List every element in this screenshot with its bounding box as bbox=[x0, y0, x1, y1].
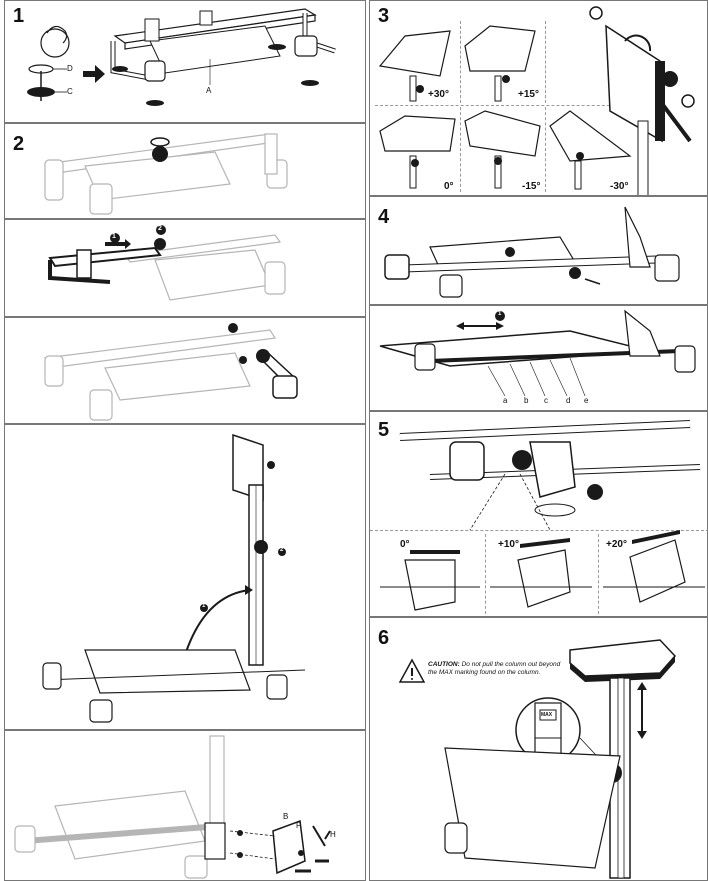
divider bbox=[485, 534, 486, 614]
callout-2: 2 bbox=[158, 225, 162, 232]
max-marking: MAX bbox=[541, 712, 553, 718]
caution-label: CAUTION: bbox=[428, 661, 460, 668]
base-frame-illustration bbox=[27, 8, 336, 106]
step-6-panel: 6 CAUTION: Do not pull the column out be… bbox=[369, 617, 708, 881]
slide-rail-illustration bbox=[44, 133, 288, 215]
letter-e: e bbox=[584, 396, 589, 405]
step-4-panel: 4 bbox=[369, 196, 708, 305]
angle-label: +15° bbox=[518, 89, 539, 100]
step-number: 4 bbox=[378, 206, 390, 228]
angle-label: -15° bbox=[522, 181, 541, 192]
callout-2: 2 bbox=[280, 547, 284, 553]
label-c: C bbox=[67, 87, 73, 96]
angle-label: +30° bbox=[428, 89, 449, 100]
step-number: 1 bbox=[13, 5, 25, 27]
letter-a: a bbox=[503, 396, 508, 405]
rail-extend-illustration bbox=[48, 225, 286, 301]
divider bbox=[370, 530, 707, 531]
label-d: D bbox=[67, 64, 73, 73]
callout-1: 1 bbox=[498, 311, 502, 317]
step-2-panel: 2 bbox=[4, 123, 366, 219]
step-2b-panel: 1 2 bbox=[4, 219, 366, 317]
step-number: 5 bbox=[378, 419, 390, 441]
height-adjust-illustration bbox=[398, 639, 677, 879]
divider bbox=[460, 107, 461, 192]
letter-c: c bbox=[544, 396, 548, 405]
pedal-tilt-illustration bbox=[380, 420, 705, 611]
label-b: B bbox=[283, 812, 289, 821]
step-2d-panel: 1 2 bbox=[4, 424, 366, 730]
step-1-panel: 1 D C A bbox=[4, 0, 366, 123]
mast-install-illustration bbox=[42, 433, 306, 723]
bracket-install-illustration bbox=[14, 735, 331, 879]
rail-position-illustration bbox=[379, 309, 696, 397]
angle-label: 0° bbox=[400, 539, 410, 550]
step-2e-panel: B F H bbox=[4, 730, 366, 881]
step-2c-panel bbox=[4, 317, 366, 424]
leg-mount-illustration bbox=[44, 323, 298, 421]
step-number: 3 bbox=[378, 5, 390, 27]
step-number: 2 bbox=[13, 133, 25, 155]
letter-b: b bbox=[524, 396, 529, 405]
label-f: F bbox=[296, 821, 301, 830]
callout-1: 1 bbox=[112, 233, 116, 240]
letter-d: d bbox=[566, 396, 571, 405]
tilt-angles-illustration bbox=[378, 6, 695, 195]
step-number: 6 bbox=[378, 627, 390, 649]
divider bbox=[545, 21, 546, 103]
step-5-panel: 5 0° +10° +20° bbox=[369, 411, 708, 617]
angle-label: 0° bbox=[444, 181, 454, 192]
label-a: A bbox=[206, 86, 212, 95]
step-3-panel: 3 +30° +15° 0° -15° -30° bbox=[369, 0, 708, 196]
caution-text: Do not pull the column out beyond the MA… bbox=[428, 661, 561, 677]
divider bbox=[460, 21, 461, 103]
callout-1: 1 bbox=[202, 603, 206, 609]
divider bbox=[375, 105, 630, 106]
divider bbox=[598, 534, 599, 614]
angle-label: +20° bbox=[606, 539, 627, 550]
label-h: H bbox=[330, 830, 336, 839]
divider bbox=[545, 107, 546, 192]
step-4b-panel: 1 a b c d e bbox=[369, 305, 708, 411]
caution-note: CAUTION: Do not pull the column out beyo… bbox=[428, 661, 568, 677]
rail-adjust-illustration bbox=[384, 206, 680, 298]
angle-label: -30° bbox=[610, 181, 629, 192]
angle-label: +10° bbox=[498, 539, 519, 550]
